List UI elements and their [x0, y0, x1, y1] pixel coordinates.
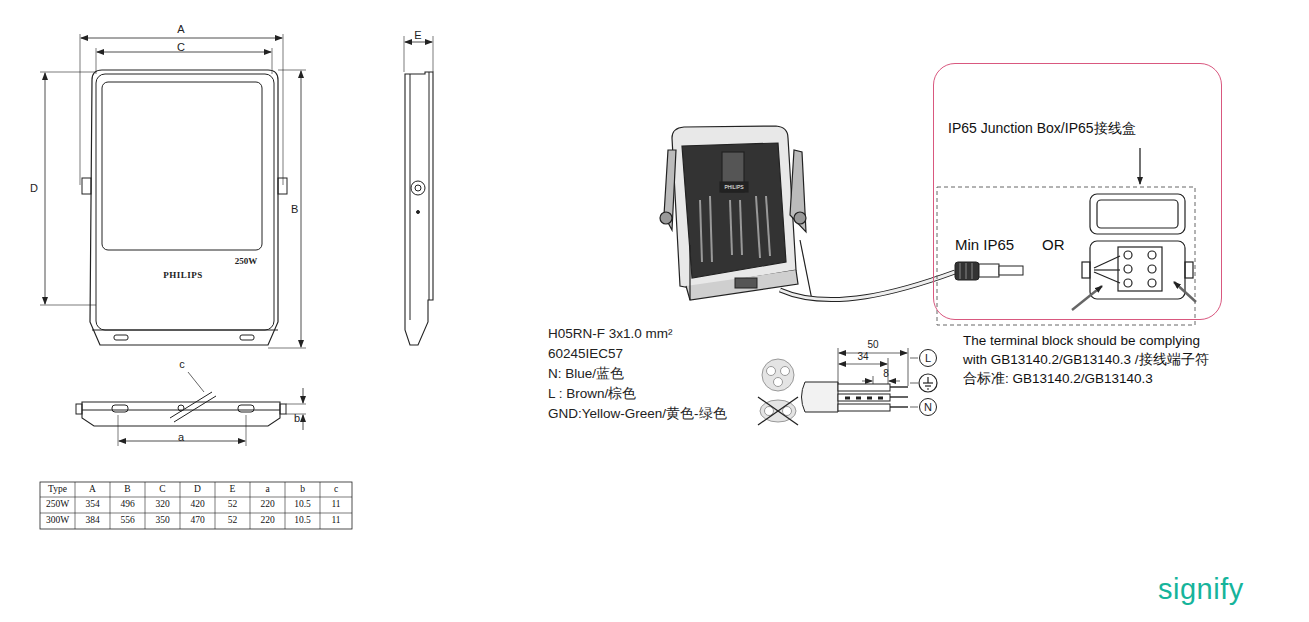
table-cell: 10.5 [294, 515, 311, 526]
brand-badge: PHILIPS [724, 185, 743, 191]
table-cell: 52 [228, 499, 238, 510]
table-cell: C [159, 484, 165, 495]
region-title: IP65 Junction Box/IP65接线盒 [948, 120, 1136, 136]
dimension-letter: c [179, 358, 185, 371]
table-cell: 320 [155, 499, 169, 510]
table-cell: 354 [85, 499, 99, 510]
table-cell: 220 [260, 499, 274, 510]
terminal-letter: L [925, 353, 931, 364]
table-cell: 300W [46, 515, 69, 526]
table-cell: 496 [120, 499, 134, 510]
dimension-letter: B [291, 203, 298, 216]
dimension-value: 8 [883, 368, 889, 380]
table-cell: 10.5 [294, 499, 311, 510]
dimension-letter: b [294, 412, 300, 425]
connector-label: Min IP65 [955, 236, 1014, 253]
brand-mark: PHILIPS [163, 270, 203, 280]
table-cell: 250W [46, 499, 69, 510]
table-cell: 11 [331, 515, 340, 526]
table-cell: 420 [190, 499, 204, 510]
table-cell: 556 [120, 515, 134, 526]
table-cell: Type [48, 484, 67, 495]
terminal-circle: N [919, 398, 937, 416]
cable-spec: H05RN-F 3x1.0 mm² [548, 326, 673, 342]
table-cell: 470 [190, 515, 204, 526]
table-cell: 220 [260, 515, 274, 526]
standard-note: The terminal block should be complying w… [963, 331, 1215, 388]
table-cell: A [89, 484, 96, 495]
cable-spec: 60245IEC57 [548, 346, 623, 362]
table-cell: c [334, 484, 338, 495]
table-cell: E [230, 484, 236, 495]
terminal-letter: N [924, 402, 932, 413]
dimension-value: 50 [867, 339, 878, 351]
table-cell: D [194, 484, 201, 495]
dimension-letter: A [177, 23, 184, 36]
wattage-mark: 250W [235, 256, 258, 266]
wire-color: L : Brown/棕色 [548, 386, 636, 402]
table-cell: B [124, 484, 130, 495]
wire-color: GND:Yellow-Green/黄色-绿色 [548, 406, 727, 422]
table-cell: b [300, 484, 305, 495]
brand-logo: signify [1158, 573, 1244, 606]
dimension-letter: E [414, 29, 421, 42]
dimension-letter: D [30, 182, 38, 195]
wire-color: N: Blue/蓝色 [548, 366, 624, 382]
dimension-letter: a [178, 431, 184, 444]
table-cell: a [265, 484, 269, 495]
table-cell: 384 [85, 515, 99, 526]
table-cell: 11 [331, 499, 340, 510]
dimension-value: 34 [857, 351, 868, 363]
region-box: IP65 Junction Box/IP65接线盒 Min IP65 OR [933, 63, 1222, 320]
table-cell: 350 [155, 515, 169, 526]
terminal-circle: L [919, 349, 937, 367]
or-label: OR [1042, 236, 1065, 253]
table-cell: 52 [228, 515, 238, 526]
dimension-letter: C [177, 41, 185, 54]
